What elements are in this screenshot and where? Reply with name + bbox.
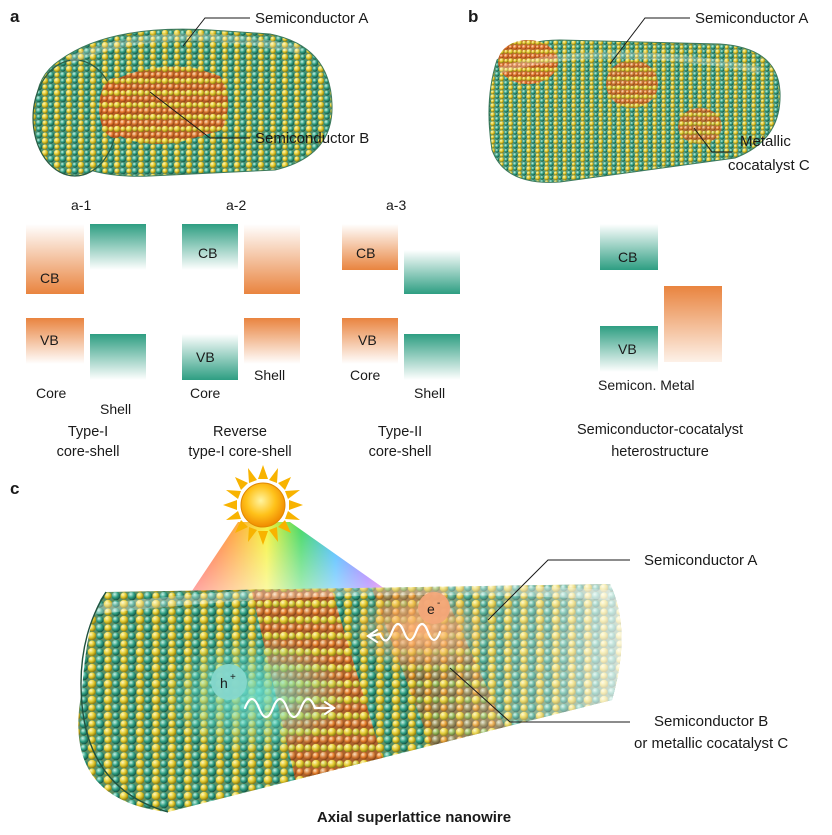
svg-text:Semiconductor B: Semiconductor B <box>654 713 768 730</box>
svg-text:Semiconductor-cocatalyst: Semiconductor-cocatalyst <box>577 422 743 438</box>
core-cb-band <box>182 224 238 270</box>
svg-text:Type-I: Type-I <box>68 424 108 440</box>
core-cb-band <box>342 224 398 270</box>
svg-text:CB: CB <box>356 245 375 261</box>
svg-text:CB: CB <box>618 249 637 265</box>
band-diagram-a1: a-1 CB VB Core Shell Type-I core-shell <box>26 197 146 460</box>
svg-text:Metallic: Metallic <box>740 133 791 150</box>
core-vb-band <box>26 318 84 364</box>
svg-text:core-shell: core-shell <box>369 444 432 460</box>
shell-cb-band <box>404 250 460 294</box>
svg-text:h: h <box>220 675 228 691</box>
callout-semiconductor-a-b: Semiconductor A <box>609 10 808 65</box>
semicon-vb-band <box>600 326 658 372</box>
superlattice-nanowire-c <box>78 584 622 813</box>
core-vb-band <box>182 334 238 380</box>
band-diagram-heterostructure: CB VB Semicon. Metal Semiconductor-cocat… <box>577 224 743 460</box>
callout-semiconductor-a: Semiconductor A <box>182 10 368 47</box>
svg-text:type-I core-shell: type-I core-shell <box>188 444 291 460</box>
core-shell-nanowire-a <box>32 28 333 177</box>
svg-text:VB: VB <box>196 349 215 365</box>
panel-letter-c: c <box>10 479 19 498</box>
wave-arrow-icon <box>243 622 442 719</box>
svg-text:Reverse: Reverse <box>213 424 267 440</box>
band-diagram-a2: a-2 CB VB Core Shell Reverse type-I core… <box>182 197 300 460</box>
svg-text:CB: CB <box>40 270 59 286</box>
svg-text:VB: VB <box>618 341 637 357</box>
svg-text:Semiconductor A: Semiconductor A <box>695 10 808 27</box>
callout-semiconductor-b: Semiconductor B <box>149 91 369 147</box>
svg-text:VB: VB <box>358 332 377 348</box>
svg-text:a-2: a-2 <box>226 197 246 213</box>
hole-particle: h + <box>211 664 247 700</box>
panel-letter-b: b <box>468 7 478 26</box>
svg-text:Shell: Shell <box>100 401 131 417</box>
svg-text:e: e <box>427 601 435 617</box>
svg-text:+: + <box>230 672 236 683</box>
svg-text:Type-II: Type-II <box>378 424 422 440</box>
svg-text:VB: VB <box>40 332 59 348</box>
callout-metallic-cocatalyst-c: Metallic cocatalyst C <box>693 127 810 174</box>
callout-semiconductor-b-c: Semiconductor B or metallic cocatalyst C <box>449 667 788 752</box>
svg-text:cocatalyst C: cocatalyst C <box>728 157 810 174</box>
svg-text:Semiconductor B: Semiconductor B <box>255 130 369 147</box>
shell-cb-band <box>90 224 146 270</box>
sun-icon <box>223 465 303 545</box>
band-diagram-a3: a-3 CB VB Core Shell Type-II core-shell <box>342 197 460 460</box>
svg-text:core-shell: core-shell <box>57 444 120 460</box>
svg-text:heterostructure: heterostructure <box>611 444 709 460</box>
shell-vb-band <box>404 334 460 380</box>
shell-vb-band <box>244 318 300 364</box>
callout-semiconductor-a-c: Semiconductor A <box>487 552 757 621</box>
semicon-cb-band <box>600 224 658 270</box>
panel-c-title: Axial superlattice nanowire <box>317 809 511 826</box>
svg-text:Semiconductor A: Semiconductor A <box>644 552 757 569</box>
cocatalyst-nanowire-b <box>488 39 781 183</box>
svg-text:Core: Core <box>190 385 221 401</box>
svg-text:a-3: a-3 <box>386 197 406 213</box>
electron-particle: e - <box>418 592 450 624</box>
svg-text:or metallic cocatalyst C: or metallic cocatalyst C <box>634 735 788 752</box>
svg-text:a-1: a-1 <box>71 197 91 213</box>
light-rays-icon <box>190 522 392 594</box>
panel-letter-a: a <box>10 7 20 26</box>
svg-text:Shell: Shell <box>414 385 445 401</box>
svg-text:Core: Core <box>350 367 381 383</box>
core-cb-band <box>26 224 84 294</box>
svg-text:Core: Core <box>36 385 67 401</box>
svg-text:-: - <box>437 598 440 609</box>
svg-text:Semicon. Metal: Semicon. Metal <box>598 377 694 393</box>
core-vb-band <box>342 318 398 364</box>
metal-band <box>664 286 722 362</box>
svg-text:Shell: Shell <box>254 367 285 383</box>
svg-text:CB: CB <box>198 245 217 261</box>
shell-vb-band <box>90 334 146 380</box>
svg-text:Semiconductor A: Semiconductor A <box>255 10 368 27</box>
shell-cb-band <box>244 224 300 294</box>
